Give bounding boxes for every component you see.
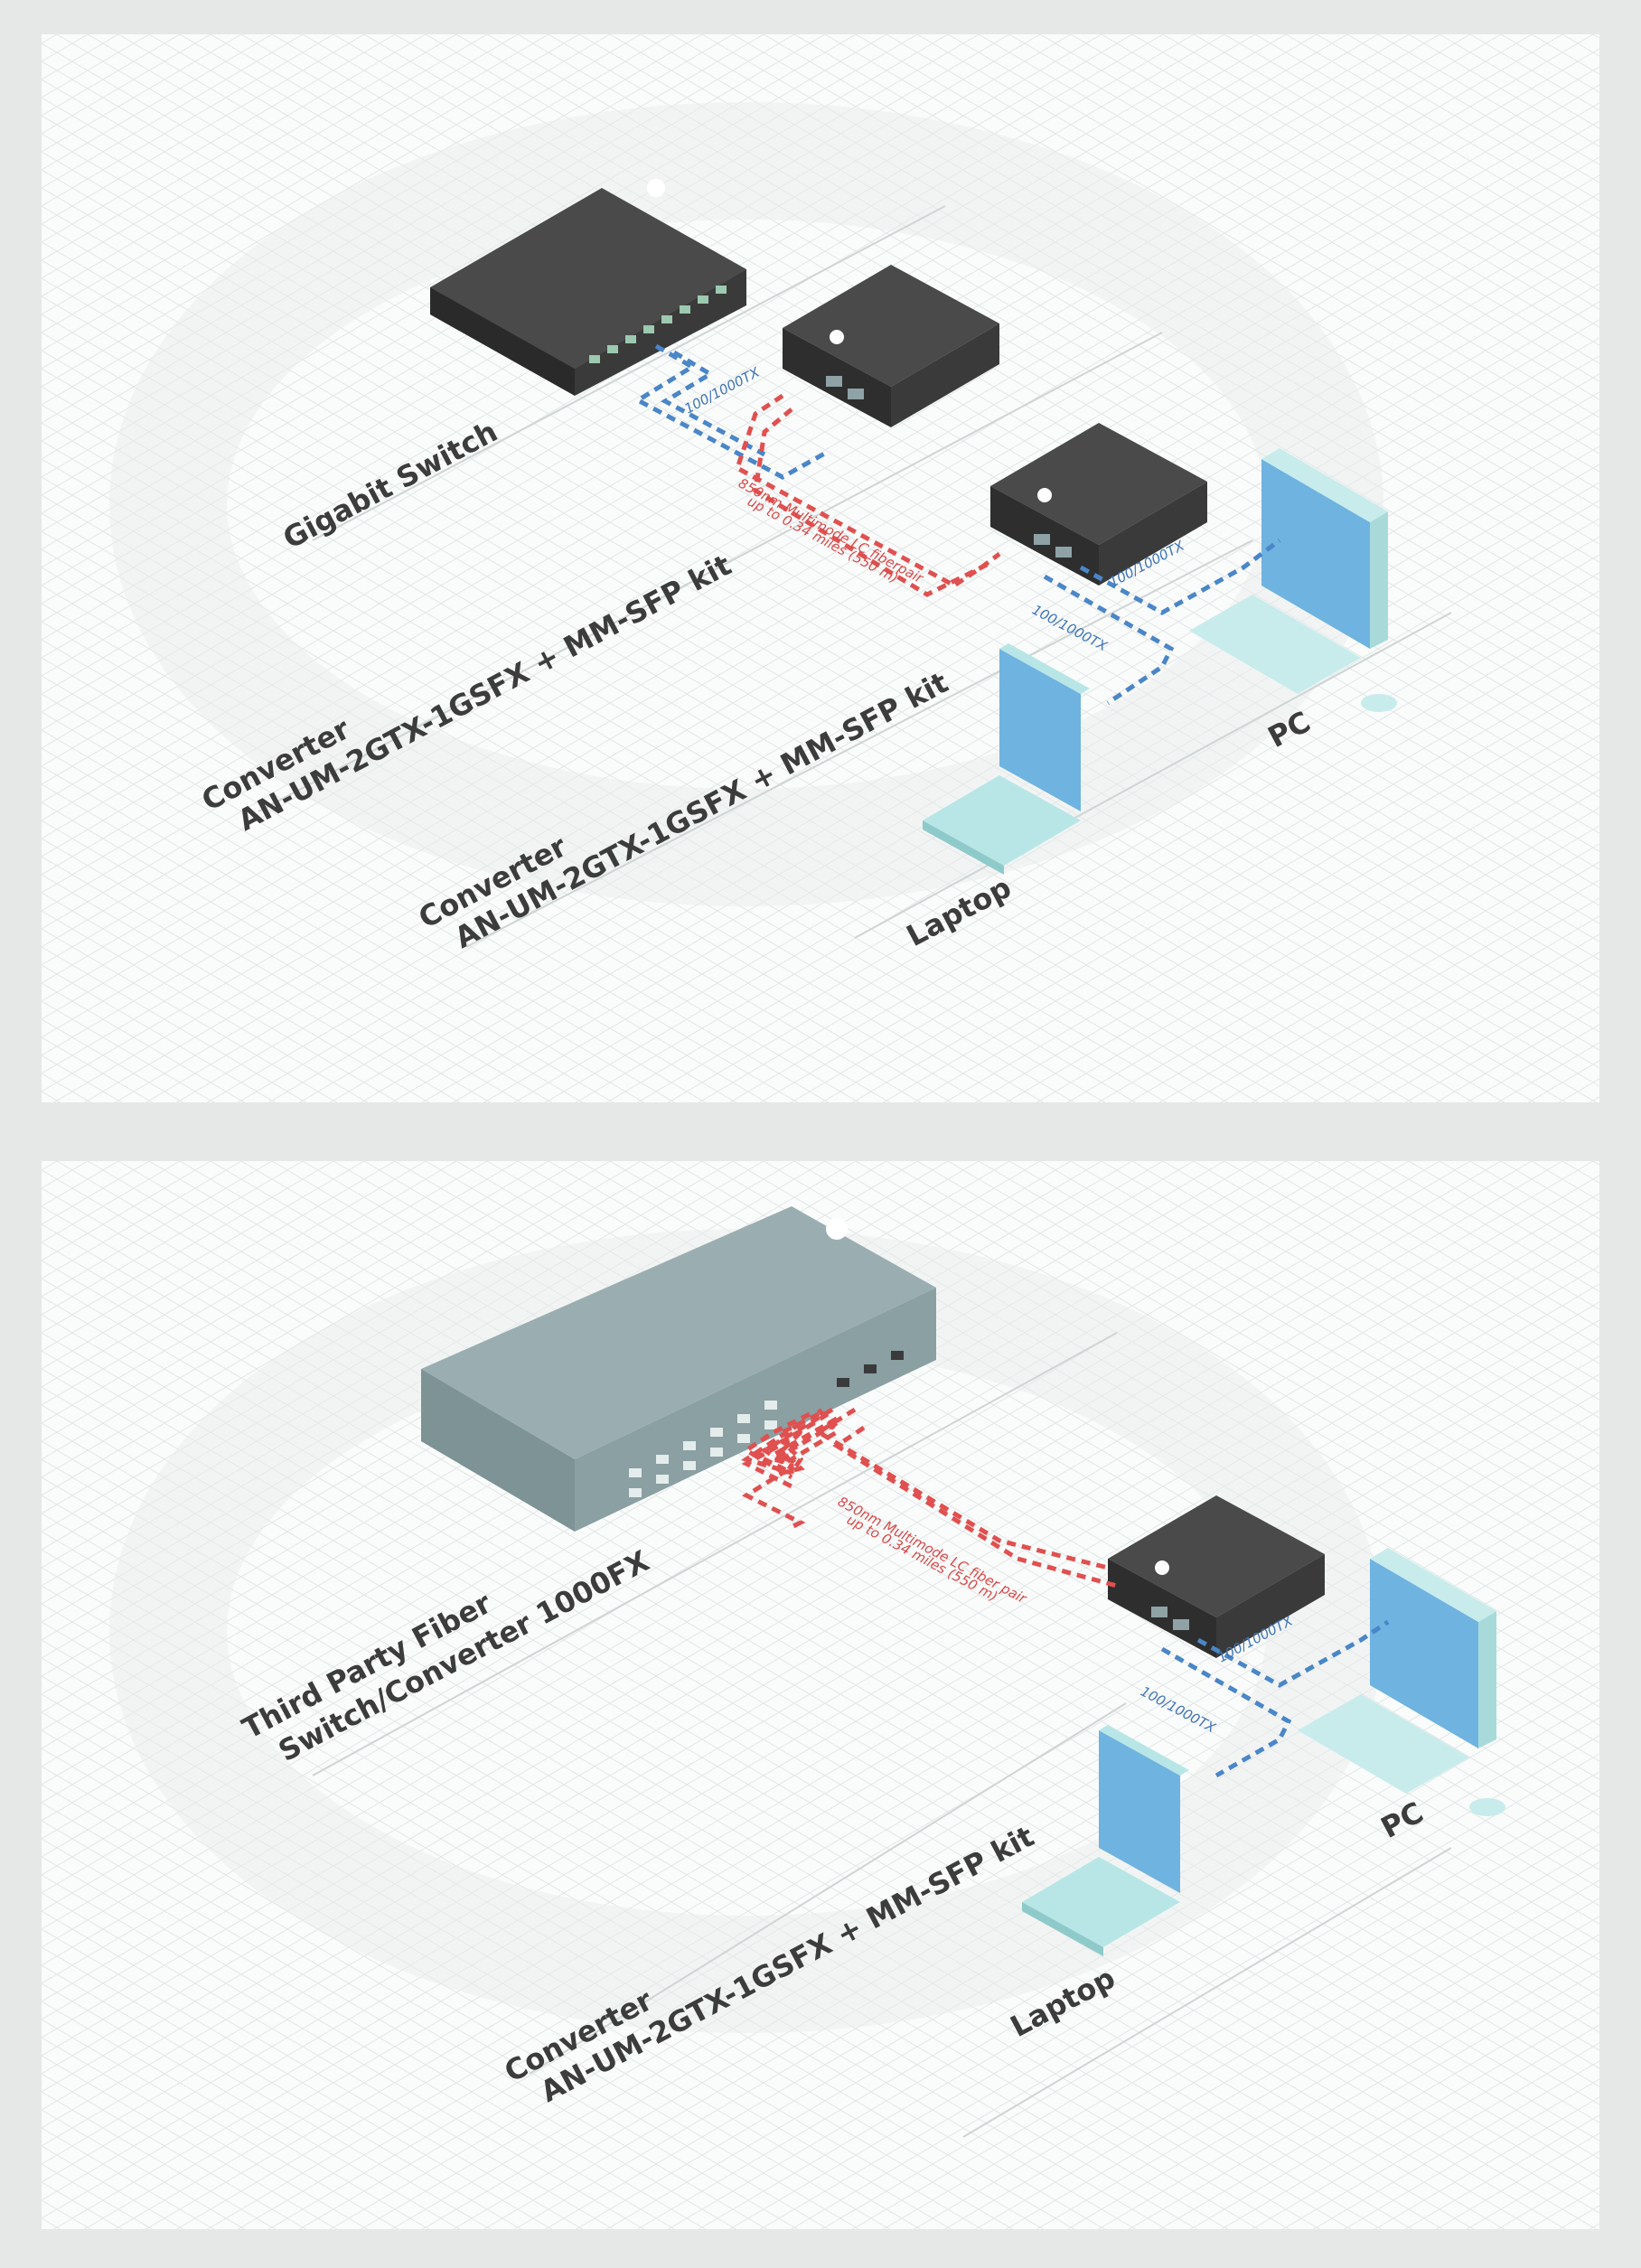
converter-icon — [1108, 1495, 1325, 1658]
laptop-icon — [923, 643, 1090, 875]
fiber-link — [741, 1407, 1118, 1589]
fiber-link — [734, 393, 1001, 597]
diagram-panel-1: 100/1000TX 850nm Multimode LC fiberpair … — [42, 34, 1599, 1102]
gigabit-switch-icon — [430, 179, 746, 396]
diagram-2-canvas: 850nm Multimode LC fiber pair up to 0.34… — [42, 1161, 1599, 2229]
copper-link-devices — [1160, 1619, 1390, 1778]
diagram-panel-2: 850nm Multimode LC fiber pair up to 0.34… — [42, 1161, 1599, 2229]
diagram-1-canvas: 100/1000TX 850nm Multimode LC fiberpair … — [42, 34, 1599, 1102]
pc-icon — [1189, 448, 1397, 712]
converter-a-icon — [783, 265, 999, 427]
converter-b-icon — [990, 423, 1207, 586]
third-party-switch-icon — [421, 1206, 936, 1532]
copper-link-devices — [1043, 539, 1281, 706]
laptop-icon — [1022, 1725, 1189, 1956]
copper-link-switch — [633, 343, 830, 480]
label-guide-lines — [312, 1332, 1452, 2138]
pc-icon — [1298, 1548, 1505, 1816]
label-guide-lines — [258, 205, 1452, 948]
